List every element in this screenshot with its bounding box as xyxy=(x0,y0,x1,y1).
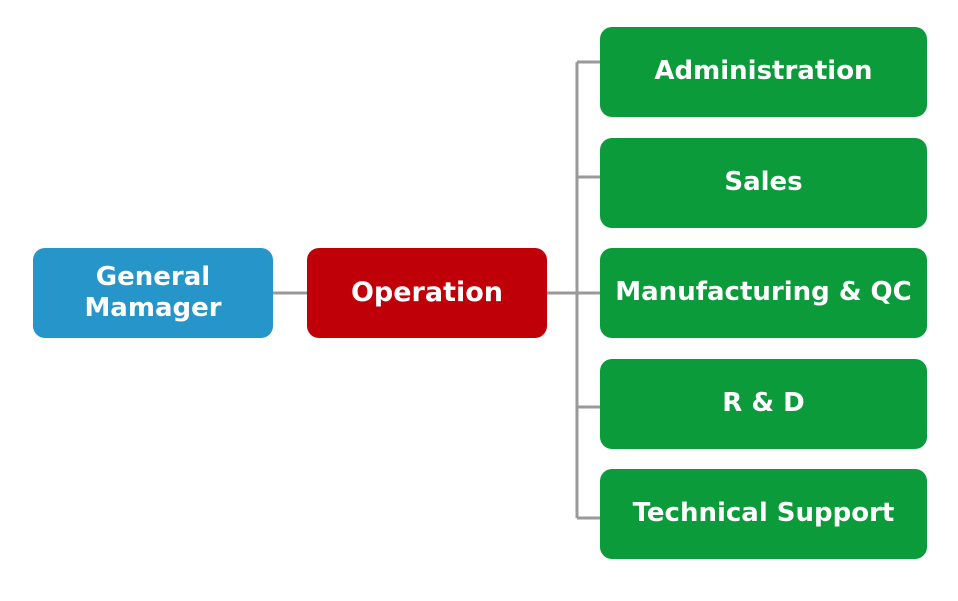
department-box-manufacturing-qc: Manufacturing & QC xyxy=(600,248,927,338)
general-manager-label: General Mamager xyxy=(84,261,222,323)
department-box-rnd: R & D xyxy=(600,359,927,449)
operation-box: Operation xyxy=(307,248,547,338)
department-box-administration: Administration xyxy=(600,27,927,117)
department-label: R & D xyxy=(722,388,805,419)
department-label: Sales xyxy=(724,167,803,198)
department-label: Administration xyxy=(654,56,873,87)
department-box-sales: Sales xyxy=(600,138,927,228)
general-manager-box: General Mamager xyxy=(33,248,273,338)
department-box-technical-support: Technical Support xyxy=(600,469,927,559)
operation-label: Operation xyxy=(350,276,504,308)
department-label: Technical Support xyxy=(632,498,895,529)
department-label: Manufacturing & QC xyxy=(615,277,912,308)
